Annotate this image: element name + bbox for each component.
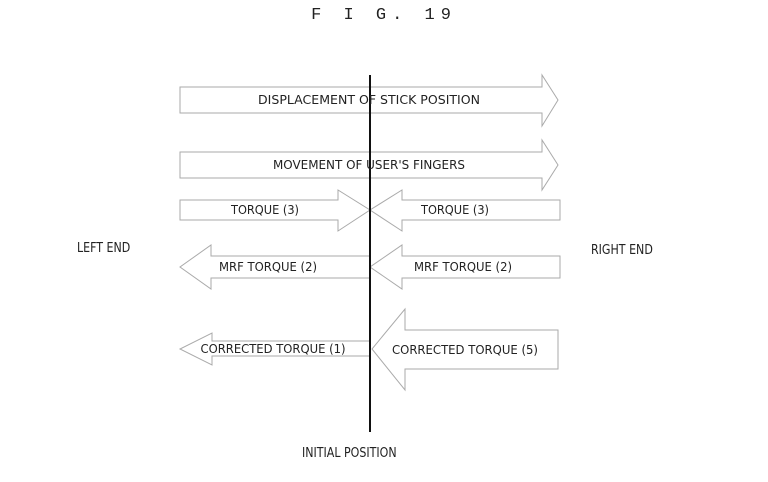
right-end-label: RIGHT END bbox=[591, 243, 653, 258]
label-torque-left: TORQUE (3) bbox=[230, 203, 299, 217]
left-end-label: LEFT END bbox=[77, 241, 131, 256]
label-mrf-right: MRF TORQUE (2) bbox=[414, 260, 512, 274]
arrow-mrf-right bbox=[369, 244, 561, 290]
label-torque-right: TORQUE (3) bbox=[420, 203, 489, 217]
label-corrected-1: CORRECTED TORQUE (1) bbox=[201, 342, 346, 356]
arrow-corrected-5 bbox=[371, 307, 559, 392]
label-displacement: DISPLACEMENT OF STICK POSITION bbox=[258, 93, 480, 107]
initial-position-label: INITIAL POSITION bbox=[302, 446, 397, 461]
label-corrected-5: CORRECTED TORQUE (5) bbox=[392, 343, 538, 357]
arrow-torque-right-side bbox=[369, 189, 561, 232]
label-mrf-left: MRF TORQUE (2) bbox=[219, 260, 317, 274]
arrow-mrf-left bbox=[179, 244, 371, 290]
arrow-corrected-1 bbox=[178, 332, 371, 366]
figure-title: F I G. 19 bbox=[311, 6, 457, 25]
arrow-torque-left-side bbox=[179, 189, 371, 232]
label-movement: MOVEMENT OF USER'S FINGERS bbox=[273, 158, 465, 172]
